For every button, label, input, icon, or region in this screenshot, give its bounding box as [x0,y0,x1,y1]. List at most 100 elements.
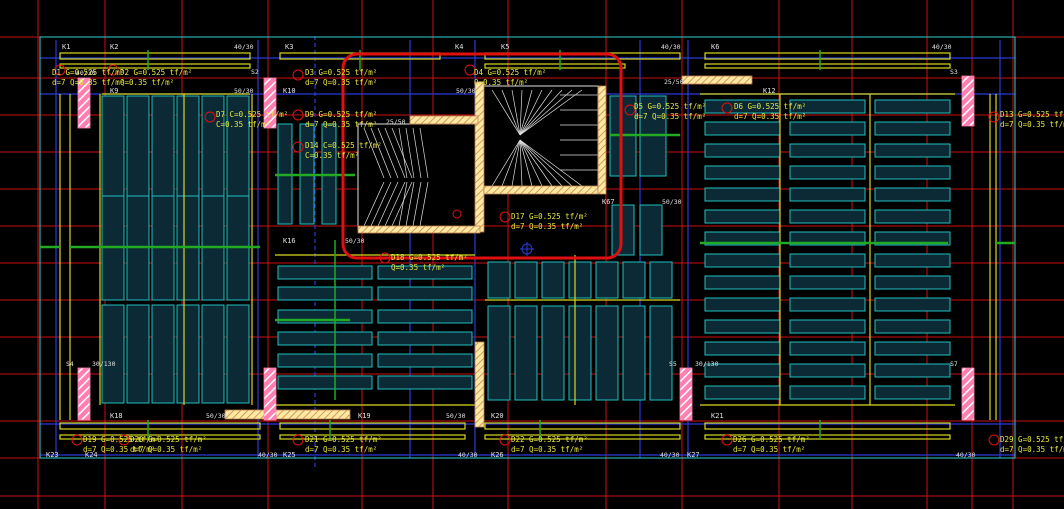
load-markers [54,64,1000,446]
slab-load-g: D2 G=0.525 tf/m² [120,68,192,77]
slab-load-g: D26 G=0.525 tf/m² [733,435,810,444]
beam-label-k20: K20 [491,412,504,420]
beam-label-k4: K4 [455,43,463,51]
slab-load-q: d=7 Q=0.35 tf/m² [52,78,124,87]
stair-tread [398,127,408,179]
slab-load-q: d=7 Q=0.35 tf/m² [1000,445,1064,454]
stair-tread [405,127,415,179]
stair-tread [363,181,385,227]
rib-panel [789,341,866,356]
slab-load-q: d=7 Q=0.35 tf/m² [305,120,377,129]
rebar-lines [40,133,1015,322]
beam-label-k18: K18 [110,412,123,420]
slab-load-q: d=7 Q=0.35 tf/m² [83,445,155,454]
stair-tread [491,139,521,187]
column-s2 [263,77,277,129]
section-label: 25/50 [664,78,684,86]
stair-tread [519,89,563,136]
section-label: 40/30 [661,43,681,51]
rib-panel [704,143,781,158]
rib-panel [874,319,951,334]
slab-load-q: d=7 Q=0.35 tf/m² [305,78,377,87]
slab-load-q: d=7 Q=0.35 tf/m² [1000,120,1064,129]
rib-panels-right [704,99,951,400]
stair-tread [419,181,429,227]
column-s4 [77,367,91,421]
rib-panel [704,275,781,290]
section-label: 40/30 [76,69,96,77]
rib-panel [789,275,866,290]
slab-load-g: D3 G=0.525 tf/m² [305,68,377,77]
rib-panel [789,319,866,334]
rib-panel [874,209,951,224]
section-label: 40/30 [956,451,976,459]
rib-panel [874,165,951,180]
slab-load-q: d=7 Q=0.35 tf/m² [511,222,583,231]
section-label: 40/30 [458,451,478,459]
rebar-ticks [147,50,821,440]
stair-tread [370,127,392,179]
slab-load-g: D22 G=0.525 tf/m² [511,435,588,444]
section-label: 50/30 [662,198,682,206]
rib-panel [874,99,951,114]
slab-load-g: D29 G=0.525 tf/m² [1000,435,1064,444]
beam-lines [59,52,997,440]
column-label-s4: S4 [66,360,74,368]
column-label-s3: S3 [950,68,958,76]
slab-load-q: d=7 Q=0.35 tf/m² [734,112,806,121]
column-s5 [263,367,277,421]
stair-tread [519,89,523,136]
stair-tread [519,89,573,136]
slab-load-q: d=7 Q=0.35 tf/m² [733,445,805,454]
rib-panel [874,385,951,400]
stair-tread [384,127,406,179]
section-label: 25/50 [386,118,406,126]
rib-panel [704,319,781,334]
stair-tread [391,181,413,227]
beam-label-k19: K19 [358,412,371,420]
section-label: 40/30 [932,43,952,51]
beam-label-k27: K27 [687,451,700,459]
column-label-s7: S7 [950,360,958,368]
section-label: 50/30 [446,412,466,420]
slab-load-g: D7 C=0.525 tf/m² [216,110,288,119]
rib-panel [789,209,866,224]
beam-label-k6: K6 [711,43,719,51]
slab-load-q: Q=0.35 tf/m² [391,263,445,272]
beam-label-k5: K5 [501,43,509,51]
columns [77,75,975,421]
slab-load-g: D4 G=0.525 tf/m² [474,68,546,77]
stair-tread [519,139,543,187]
column-s1 [77,77,91,129]
section-label: 40/30 [258,451,278,459]
rib-panel [874,363,951,378]
rib-panel [789,99,866,114]
rib-panel [789,363,866,378]
section-label: 50/30 [234,87,254,95]
stair-tread [511,89,521,136]
column-s3 [961,75,975,127]
stair-tread [511,139,521,187]
rib-panel [874,341,951,356]
beam-label-k9: K9 [110,87,118,95]
rib-panel [874,121,951,136]
slab-load-g: D18 G=0.525 tf/m² [391,253,468,262]
section-label: 50/30 [206,412,226,420]
stair-tread [377,127,399,179]
beam-label-k10: K10 [283,87,296,95]
slab-load-g: D13 G=0.525 tf/m² [1000,110,1064,119]
stair-tread [412,127,422,179]
stair-tread [519,139,573,187]
beam-label-k23: K23 [46,451,59,459]
stair-tread [519,89,583,136]
stair-marker [452,209,534,256]
selection-highlight[interactable] [341,52,623,260]
stair-tread [519,139,583,187]
rib-panel [704,121,781,136]
stair-tread [384,181,406,227]
slab-load-q: Q=0.35 tf/m² [474,78,528,87]
stair-tread [501,89,521,136]
slab-load-g: D5 G=0.525 tf/m² [634,102,706,111]
stair-tread [519,139,533,187]
